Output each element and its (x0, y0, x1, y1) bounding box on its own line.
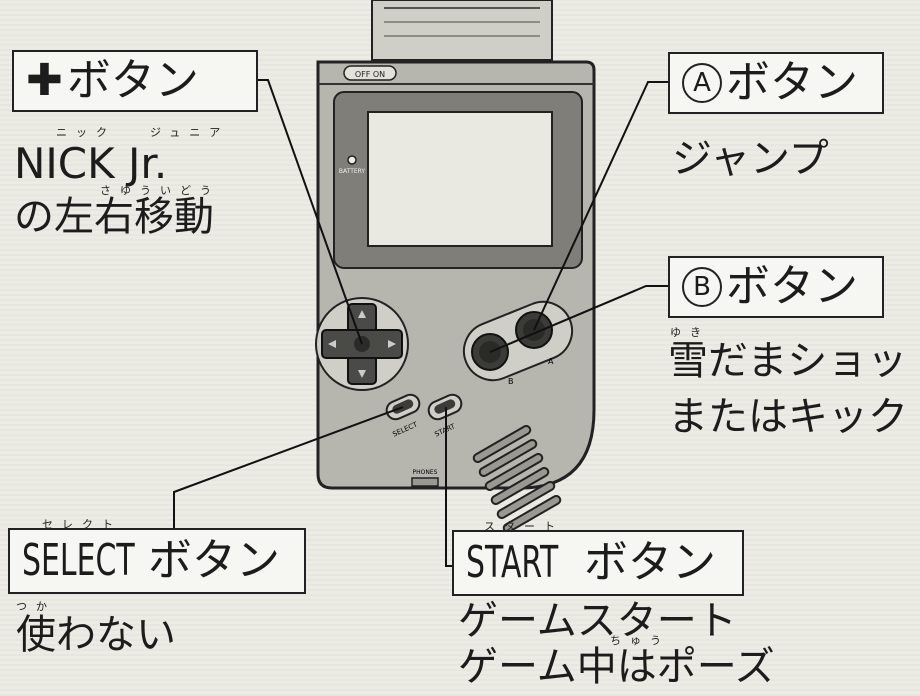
leader-line-a (533, 81, 668, 331)
a-circle-icon: A (682, 63, 722, 103)
speaker-grill (472, 425, 562, 533)
leader-line-plus (258, 79, 363, 345)
desc-start-line2: ゲーム中はポーズ (458, 644, 775, 690)
ruby-select: セレクト (42, 518, 122, 531)
a-button-text: ボタン (726, 57, 858, 108)
leader-line-b (489, 285, 668, 353)
start-text-jp: ボタン (584, 537, 716, 588)
phones-label: PHONES (413, 469, 438, 476)
plus-icon: ✚ (26, 55, 63, 106)
desc-snow-line1: 雪だまショット (668, 338, 920, 384)
ruby-tsuka: つか (16, 600, 56, 613)
battery-lamp (347, 155, 357, 165)
cartridge (371, 0, 553, 61)
b-button-label: B ボタン (668, 256, 884, 318)
desc-move: の左右移動 (14, 194, 214, 240)
power-switch[interactable]: OFF ON (343, 65, 397, 81)
select-text-en: SELECT (22, 535, 135, 586)
power-label: OFF ON (355, 70, 385, 79)
battery-label: BATTERY (339, 168, 366, 175)
select-text-jp: ボタン (148, 535, 280, 586)
desc-start-line1: ゲームスタート (458, 598, 737, 644)
desc-jump: ジャンプ (672, 136, 829, 182)
a-button-label: A ボタン (668, 52, 884, 114)
screen (367, 111, 553, 247)
ruby-yuki: ゆき (670, 326, 710, 339)
desc-snow-line2: またはキック (668, 394, 908, 440)
ruby-junia: ジュニア (150, 126, 230, 139)
ruby-start: スタート (484, 520, 564, 533)
b-device-label: B (508, 377, 514, 386)
ruby-chuu: ちゅう (610, 634, 670, 647)
desc-nick: NICK Jr. (14, 139, 168, 188)
b-circle-icon: B (682, 267, 722, 307)
desc-unused: 使わない (16, 612, 176, 658)
leader-line-start (445, 407, 452, 567)
ruby-nick: ニック (56, 126, 116, 139)
plus-button-label: ✚ ボタン (12, 50, 258, 112)
start-text-en: START (466, 537, 559, 588)
ruby-move: さゆういどう (100, 184, 220, 197)
phones-jack (411, 477, 439, 487)
b-button-text: ボタン (726, 261, 858, 312)
start-button-label: START ボタン (452, 530, 744, 596)
plus-button-text: ボタン (66, 55, 199, 106)
a-device-label: A (548, 357, 554, 366)
leader-line-select (173, 406, 404, 528)
select-button-label: SELECT ボタン (8, 528, 306, 594)
